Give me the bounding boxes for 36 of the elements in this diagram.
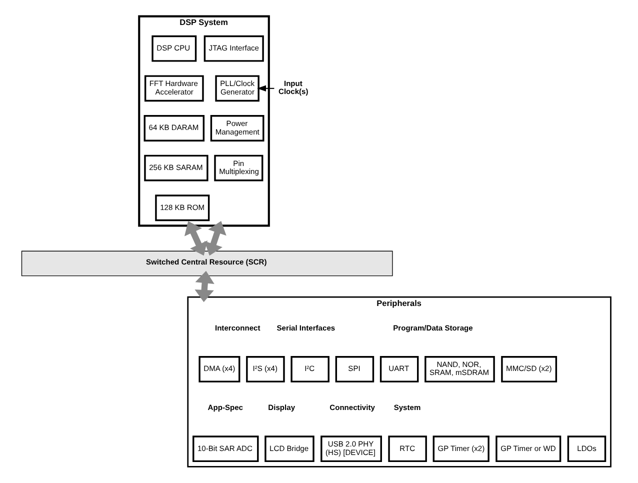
node-box: Switched Central Resource (SCR) <box>21 250 393 276</box>
node-box: MMC/SD (x2) <box>501 356 558 382</box>
label: System <box>394 403 421 412</box>
node-box: 128 KB ROM <box>155 194 210 222</box>
node-box: GP Timer or WD <box>496 436 562 462</box>
node-box: GP Timer (x2) <box>432 436 490 462</box>
node-box: 10-Bit SAR ADC <box>192 436 259 462</box>
node-box: RTC <box>388 436 427 462</box>
label: App-Spec <box>208 403 244 412</box>
node-box: NAND, NOR, SRAM, mSDRAM <box>424 356 495 382</box>
label: Connectivity <box>330 403 375 412</box>
node-box: 64 KB DARAM <box>144 115 205 142</box>
arrow <box>194 270 214 302</box>
node-box: DMA (x4) <box>198 356 240 382</box>
node-text: Input Clock(s) <box>278 79 308 96</box>
arrow <box>204 220 226 256</box>
node-box: I²C <box>290 356 330 382</box>
node-box: LCD Bridge <box>264 436 314 462</box>
node-box: SPI <box>335 356 374 382</box>
arrow <box>184 221 208 256</box>
label: Program/Data Storage <box>393 324 473 333</box>
node-box: FFT Hardware Accelerator <box>144 75 204 102</box>
node-box: Power Management <box>210 115 264 142</box>
node-box: USB 2.0 PHY (HS) [DEVICE] <box>320 436 382 462</box>
arrow <box>257 85 274 92</box>
node-box: PLL/Clock Generator <box>215 75 260 102</box>
label: Serial Interfaces <box>276 324 336 333</box>
node-box: Pin Multiplexing <box>214 154 264 182</box>
label: Display <box>268 403 296 412</box>
node-box: JTAG Interface <box>204 35 264 62</box>
node-box: DSP CPU <box>152 35 197 62</box>
node-box: UART <box>380 356 419 382</box>
node-box: I²S (x4) <box>246 356 285 382</box>
label: Interconnect <box>214 324 260 333</box>
node-box: 256 KB SARAM <box>144 154 208 182</box>
node-box: LDOs <box>567 436 606 462</box>
